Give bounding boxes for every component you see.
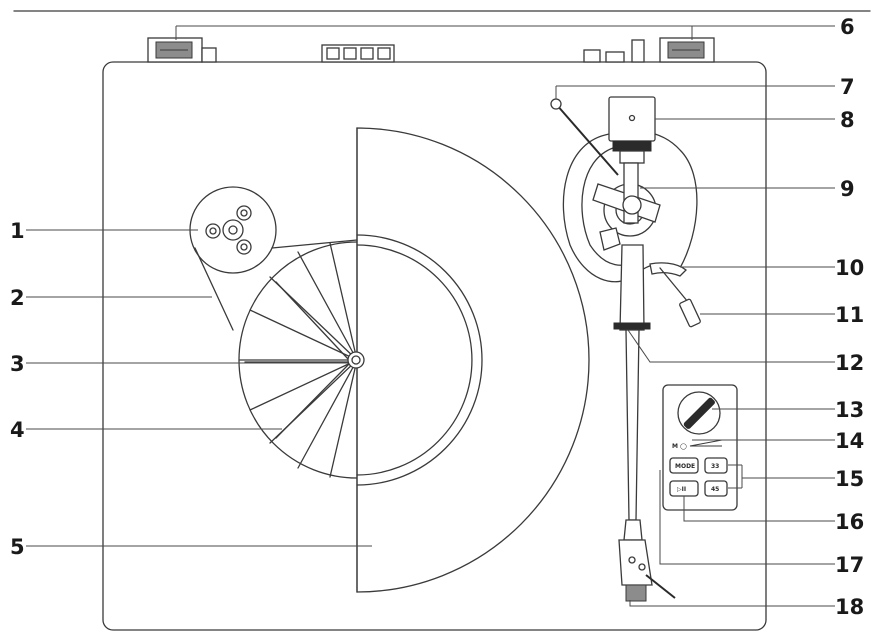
callout-15: 15 [835,467,864,491]
headshell-neck [623,519,643,541]
volume-ramp [689,439,723,447]
record-inner-ring [356,244,473,476]
callout-3: 3 [10,352,25,376]
callout-1: 1 [10,219,25,243]
spindle-center [351,355,361,365]
anti-skate-rod [555,103,619,176]
rear-connectors [321,39,645,63]
tonearm-tube [625,329,640,521]
mode-button[interactable] [669,457,699,474]
counterweight-dial [612,140,652,152]
record-groove-ring [356,234,483,486]
arm-rest [649,262,687,277]
pulley-detail-bubble [189,186,358,331]
knob-label: M ◯ [672,443,687,450]
headshell [618,539,653,586]
callout-13: 13 [835,398,864,422]
cue-lever-post [599,227,621,251]
callout-numbers: 1 2 3 4 5 6 7 8 9 10 11 12 13 14 15 16 1… [10,15,864,619]
callout-6: 6 [840,15,855,39]
counterweight-collar [619,150,645,164]
callout-2: 2 [10,286,25,310]
platter-mat [356,127,590,593]
callout-14: 14 [835,429,864,453]
headshell-screw-2 [638,563,646,571]
platter-spokes [239,242,358,478]
cartridge [625,584,647,602]
callout-5: 5 [10,535,25,559]
speed-45-label: 45 [711,486,719,493]
speed-33-label: 33 [711,463,719,470]
tonearm-upper [619,244,645,331]
counterweight-dot [628,114,636,122]
hinge-left [147,37,217,63]
anti-skate-weight [550,98,562,110]
callout-9: 9 [840,177,855,201]
callout-8: 8 [840,108,855,132]
speed-33-button[interactable] [704,457,728,474]
callout-18: 18 [835,595,864,619]
arm-clip [613,322,651,330]
leader-lines [26,25,835,607]
speed-45-button[interactable] [704,480,728,497]
callout-4: 4 [10,418,25,442]
callout-16: 16 [835,510,864,534]
play-pause-label: ▷II [677,486,686,493]
headshell-screw-1 [628,556,636,564]
callout-7: 7 [840,75,855,99]
mode-button-label: MODE [675,463,695,470]
cue-lever [659,267,689,303]
callout-17: 17 [835,553,864,577]
callout-10: 10 [835,256,864,280]
callout-12: 12 [835,351,864,375]
volume-knob-grip [683,397,715,429]
arm-pivot-knob [622,195,642,215]
cue-lever-handle [679,298,701,328]
finger-lift [645,574,676,599]
hinge-right [659,37,715,63]
callout-11: 11 [835,303,864,327]
